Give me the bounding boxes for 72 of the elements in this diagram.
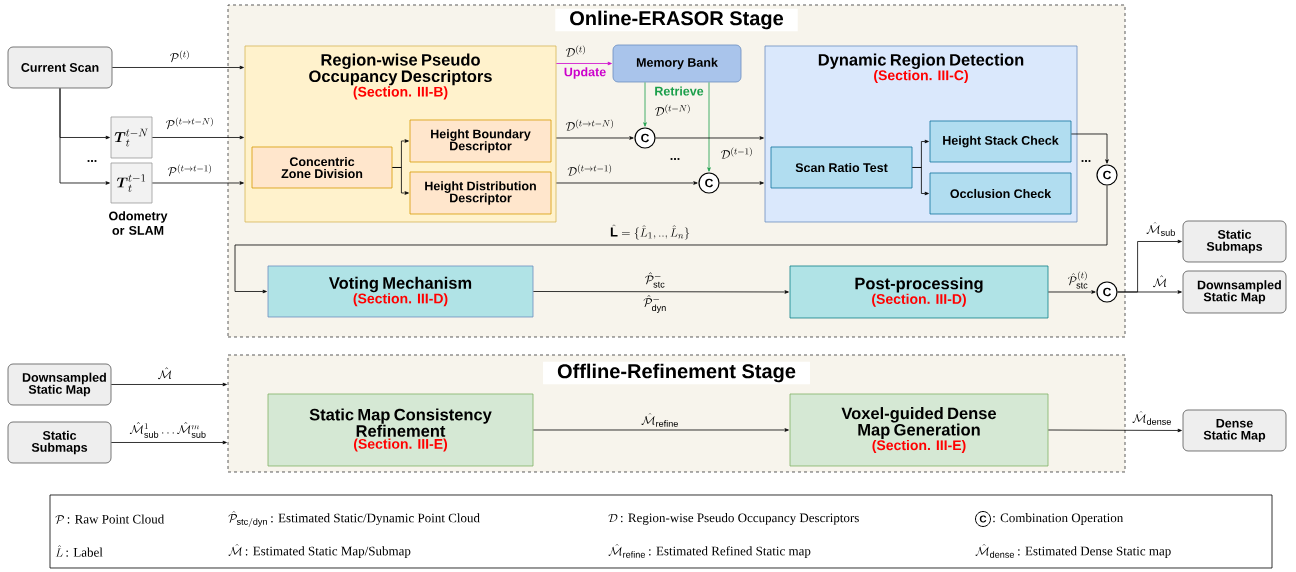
arrow (112, 65, 244, 70)
input-box: Downsampled Static Map (7, 363, 112, 406)
edge-label: $\hat{\mathcal{M}}^{1}_{\mathrm{sub}}\ldots\hat{\mathcal{M}}^{m}_{\mathrm{sub}}$ (128, 421, 208, 439)
input-box: Current Scan (7, 46, 113, 89)
arrow (556, 181, 698, 185)
process-box: Height Distribution Descriptor (409, 171, 552, 215)
process-box: Scan Ratio Test (770, 146, 913, 189)
edge-label: $\hat{\mathcal{P}}^{(t)}_{\mathrm{stc}}$ (1066, 270, 1090, 290)
arrow (59, 88, 110, 185)
arrow (1048, 290, 1096, 294)
legend-entry: $\hat{\mathcal{M}}$ : Estimated Static Map/Submap (228, 543, 411, 559)
input-box: Static Submaps (7, 421, 112, 464)
transform-box: $\boldsymbol{T}_t^{t-1}$ (110, 162, 153, 204)
output-box: Downsampled Static Map (1182, 270, 1287, 314)
edge-label: $\mathcal{D}^{(t\rightarrow t-N)}$ (564, 118, 616, 132)
arrow (234, 185, 1108, 294)
arrow (533, 428, 789, 432)
process-box: Height Boundary Descriptor (409, 119, 552, 163)
arrow (1071, 133, 1109, 164)
arrow (152, 181, 244, 185)
annotation-text: Update (564, 67, 606, 79)
legend-entry: $\hat{\mathcal{P}}_{\mathrm{stc/dyn}}$ : Estimated Static/Dynamic Point Cloud (228, 510, 480, 528)
arrow (643, 82, 647, 127)
edge-label: $\hat{\mathcal{M}}_{\mathrm{refine}}$ (640, 412, 680, 428)
annotation-text: Retrieve (655, 86, 704, 96)
arrow (707, 82, 711, 172)
memory-box: Memory Bank (612, 44, 742, 83)
legend-entry: : Combination Operation (993, 513, 1124, 525)
output-box: Static Submaps (1182, 220, 1287, 263)
arrow (533, 290, 789, 294)
arrow (111, 440, 227, 445)
process-box: Height Stack Check (929, 120, 1072, 163)
ellipsis: ... (670, 158, 680, 160)
process-box: Voting Mechanism (Section. III-D) (267, 265, 534, 318)
edge-label: $\hat{\mathcal{M}}_{\mathrm{sub}}$ (1145, 221, 1177, 237)
legend-entry: $\mathcal{D}$ : Region-wise Pseudo Occupancy Descriptors (608, 513, 859, 525)
process-box: Concentric Zone Division (251, 146, 393, 189)
arrow (556, 61, 612, 66)
arrow (556, 136, 634, 140)
legend-entry: $\hat{L}$ : Label (55, 545, 103, 557)
output-box: Dense Static Map (1182, 409, 1287, 452)
ellipsis: ... (87, 160, 97, 162)
arrow (719, 181, 764, 185)
arrow (392, 167, 409, 195)
process-box: Occlusion Check (929, 172, 1072, 215)
transform-box: $\boldsymbol{T}_t^{t-N}$ (110, 116, 153, 159)
arrow (655, 136, 764, 140)
legend-entry: $\hat{\mathcal{M}}_{\mathrm{refine}}$ : Estimated Refined Static map (608, 543, 811, 559)
process-box: Static Map Consistency Refinement (Section. III-E) (267, 393, 534, 467)
arrow (1048, 428, 1182, 433)
edge-label: $\mathcal{D}^{(t\rightarrow t-1)}$ (566, 163, 614, 177)
edge-label: $\mathcal{P}^{(t\rightarrow t-1)}$ (166, 163, 214, 177)
edge-label: $\mathcal{D}^{(t-1)}$ (719, 146, 755, 160)
arrow (152, 135, 244, 140)
edge-label: $\mathcal{P}^{(t\rightarrow t-N)}$ (164, 116, 216, 130)
arrow (912, 167, 929, 196)
legend-entry: $\mathcal{P}$ : Raw Point Cloud (55, 514, 165, 524)
edge-label: $\mathcal{D}^{(t-N)}$ (653, 103, 693, 117)
process-box: Post-processing (Section. III-D) (789, 265, 1049, 319)
process-box: Voxel-guided Dense Map Generation (Section. III-E) (789, 393, 1049, 467)
edge-label: $\hat{\mathcal{M}}$ (1151, 274, 1169, 288)
edge-label: $\hat{\mathcal{P}}^{-}_{\mathrm{stc}}$ (643, 271, 667, 289)
edge-label: $\hat{\mathbf{L}} = \{\hat{L}_1, .., \hat{L}_n\}$ (609, 223, 691, 241)
ellipsis: ... (1081, 160, 1091, 162)
arrow (111, 382, 227, 387)
arrow (1117, 290, 1182, 294)
edge-label: $\mathcal{P}^{(t)}$ (168, 49, 192, 63)
edge-label: $\mathcal{D}^{(t)}$ (564, 44, 588, 58)
edge-label: $\hat{\mathcal{M}}$ (156, 366, 174, 380)
legend-entry: $\hat{\mathcal{M}}_{\mathrm{dense}}$ : Estimated Dense Static map (975, 543, 1171, 559)
formula-label: $\hat{\mathcal{P}}^{-}_{\mathrm{dyn}}$ (642, 294, 668, 314)
edge-label: $\hat{\mathcal{M}}_{\mathrm{dense}}$ (1131, 410, 1173, 426)
